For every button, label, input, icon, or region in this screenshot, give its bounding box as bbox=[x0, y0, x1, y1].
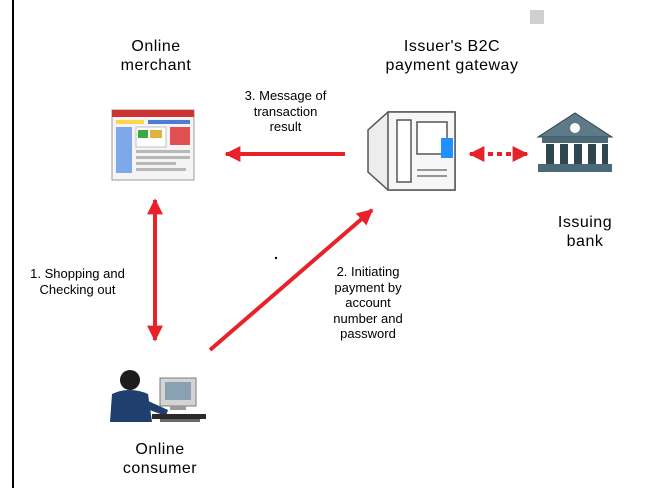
gateway-label-line1: Issuer's B2C bbox=[403, 38, 501, 55]
step1-label: 1. Shopping and Checking out bbox=[10, 266, 145, 297]
step3-label-line2: transaction bbox=[253, 103, 318, 119]
consumer-label-line2: consumer bbox=[122, 460, 198, 478]
consumer-label-line1: Online bbox=[135, 441, 185, 458]
step2-label-line2: payment by bbox=[334, 279, 402, 295]
arrow-step2-consumer-to-gateway bbox=[208, 208, 374, 352]
merchant-label-line1: Online bbox=[131, 38, 181, 55]
bank-label-line2: bank bbox=[566, 233, 604, 251]
step3-label-line3: result bbox=[269, 119, 302, 135]
step3-label: 3. Message of transaction result bbox=[228, 88, 343, 135]
step2-label: 2. Initiating payment by account number … bbox=[308, 264, 428, 342]
bank-label: Issuing bank bbox=[545, 213, 625, 251]
step3-label-line1: 3. Message of bbox=[244, 88, 327, 103]
server-gateway-icon bbox=[367, 111, 456, 191]
gateway-label-line2: payment gateway bbox=[385, 57, 519, 75]
step2-label-line5: password bbox=[340, 326, 396, 342]
bank-building-icon bbox=[536, 112, 614, 172]
step2-label-line3: account bbox=[345, 295, 391, 311]
web-page-icon bbox=[111, 109, 195, 181]
left-border-line bbox=[12, 0, 14, 488]
person-at-computer-icon bbox=[110, 370, 206, 422]
stray-dot bbox=[274, 256, 278, 260]
corner-mark bbox=[530, 10, 544, 24]
step1-label-line2: Checking out bbox=[39, 281, 116, 297]
gateway-label: Issuer's B2C payment gateway bbox=[372, 37, 532, 75]
merchant-label: Online merchant bbox=[109, 37, 203, 75]
consumer-label: Online consumer bbox=[105, 440, 215, 478]
step1-label-line1: 1. Shopping and bbox=[30, 266, 125, 281]
step2-label-line4: number and bbox=[333, 310, 403, 326]
bank-label-line1: Issuing bbox=[557, 214, 613, 231]
merchant-label-line2: merchant bbox=[120, 57, 192, 75]
step2-label-line1: 2. Initiating bbox=[336, 264, 400, 279]
